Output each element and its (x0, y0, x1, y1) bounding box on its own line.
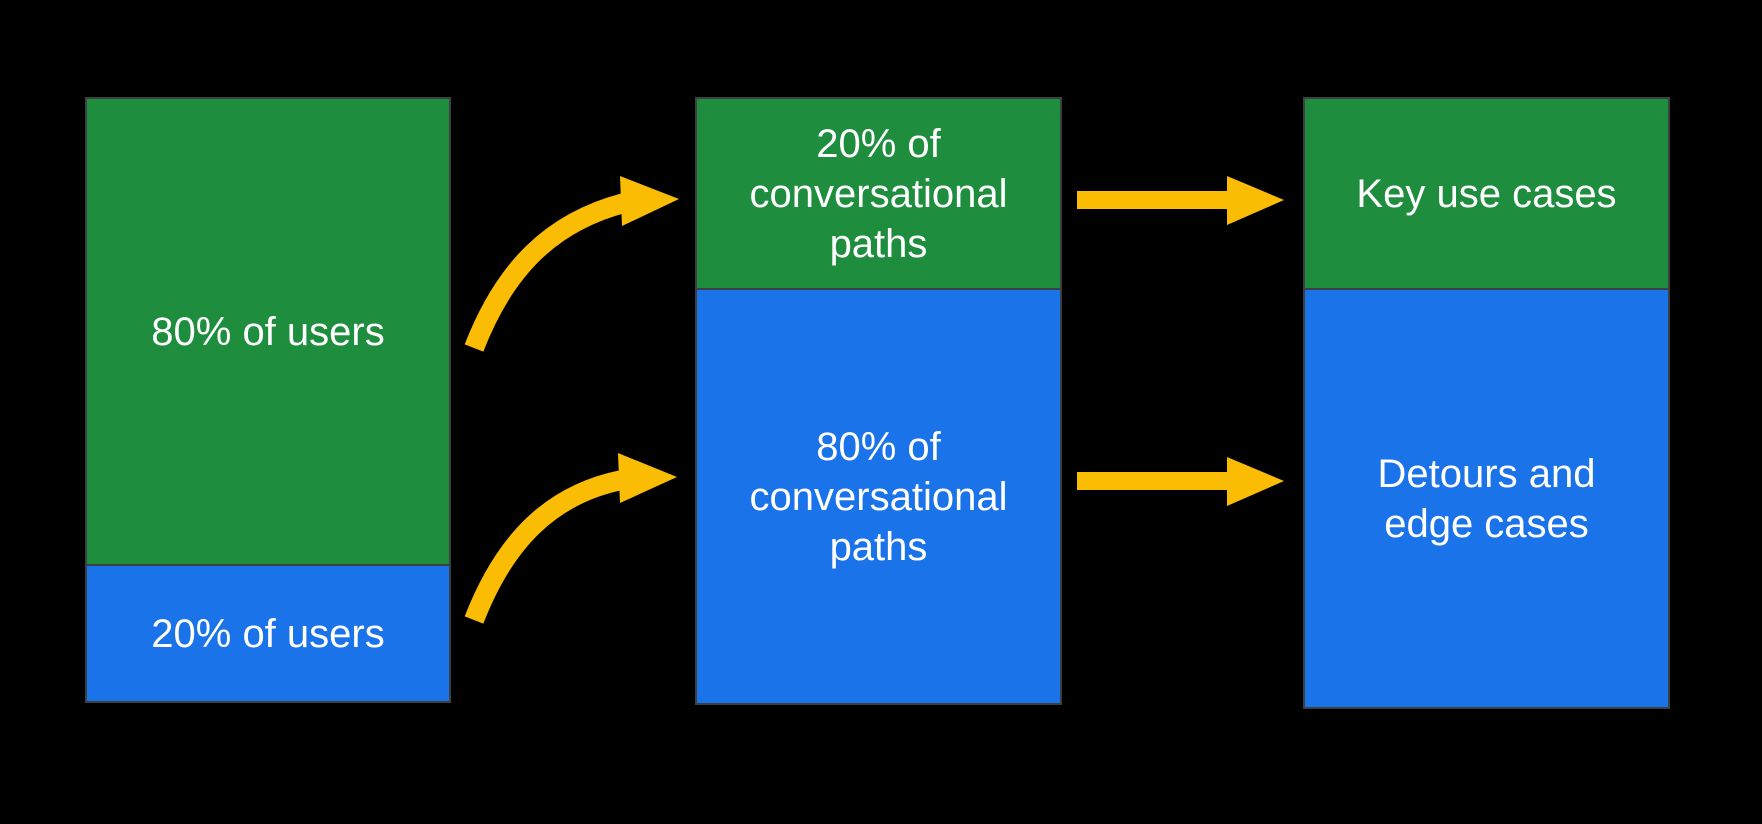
straight-arrow-bottom (1077, 457, 1284, 506)
curved-arrow-bottom-head-icon (618, 453, 677, 503)
curved-arrow-bottom (464, 453, 677, 624)
paths-80-label: 80% of conversational paths (749, 424, 1008, 569)
use-cases-bar: Key use cases Detours and edge cases (1303, 97, 1670, 709)
paths-80-segment: 80% of conversational paths (697, 290, 1060, 703)
paths-20-label: 20% of conversational paths (749, 121, 1008, 266)
paths-20-segment: 20% of conversational paths (697, 99, 1060, 290)
users-20-segment: 20% of users (87, 566, 449, 701)
straight-arrow-top-head-icon (1227, 176, 1284, 225)
users-20-label: 20% of users (151, 611, 385, 656)
curved-arrow-top (464, 176, 679, 352)
conversational-paths-bar: 20% of conversational paths 80% of conve… (695, 97, 1062, 705)
straight-arrow-bottom-head-icon (1227, 457, 1284, 506)
straight-arrow-top (1077, 176, 1284, 225)
users-bar: 80% of users 20% of users (85, 97, 451, 703)
curved-arrow-top-head-icon (620, 176, 679, 226)
detours-edge-cases-label: Detours and edge cases (1377, 451, 1596, 546)
users-80-label: 80% of users (151, 309, 385, 354)
key-use-cases-label: Key use cases (1356, 171, 1617, 216)
curved-arrow-top-shaft (464, 193, 627, 352)
key-use-cases-segment: Key use cases (1305, 99, 1668, 290)
users-80-segment: 80% of users (87, 99, 449, 566)
detours-edge-cases-segment: Detours and edge cases (1305, 290, 1668, 707)
curved-arrow-bottom-shaft (464, 470, 625, 624)
